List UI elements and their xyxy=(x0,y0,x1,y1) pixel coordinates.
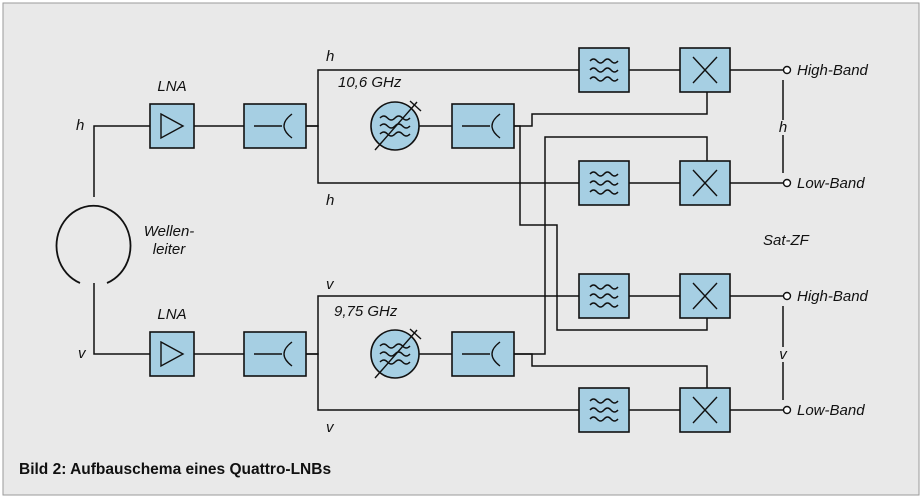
label-lna-bottom: LNA xyxy=(157,306,186,323)
filter-v-low-icon xyxy=(578,387,630,433)
label-pol-v-upper: v xyxy=(326,276,335,293)
label-lna-top: LNA xyxy=(157,78,186,95)
wire-h-input xyxy=(93,125,107,197)
lna-top-icon xyxy=(149,103,195,149)
lo-splitter-top-icon xyxy=(451,103,515,149)
terminal-v-high-icon xyxy=(782,291,792,301)
lna-bottom-icon xyxy=(149,331,195,377)
waveguide-icon xyxy=(55,204,132,284)
mixer-h-low-icon xyxy=(679,160,731,206)
terminal-h-low-icon xyxy=(782,178,792,188)
filter-h-high-icon xyxy=(578,47,630,93)
mixer-h-high-icon xyxy=(679,47,731,93)
label-lo-9g75: 9,75 GHz xyxy=(334,303,398,320)
filter-h-low-icon xyxy=(578,160,630,206)
mixer-v-low-icon xyxy=(679,387,731,433)
wire-lo-9g75-mixer4 xyxy=(514,353,708,388)
mixer-v-high-icon xyxy=(679,273,731,319)
label-waveguide-line1: Wellen- xyxy=(144,223,195,240)
wire-v-lower xyxy=(306,353,579,411)
rf-splitter-top-icon xyxy=(243,103,307,149)
label-group-v: v xyxy=(779,346,788,363)
wire-lo-10g6-mixer3 xyxy=(514,125,708,331)
label-sat-zf: Sat-ZF xyxy=(763,232,810,249)
wire-lo-9g75-mixer2 xyxy=(514,136,708,355)
wire-h-lower xyxy=(306,125,579,184)
label-lo-10g6: 10,6 GHz xyxy=(338,74,402,91)
label-pol-h-upper: h xyxy=(326,48,334,65)
figure-caption: Bild 2: Aufbauschema eines Quattro-LNBs xyxy=(19,461,331,478)
label-pol-h-lower: h xyxy=(326,192,334,209)
wire-v-input xyxy=(93,283,150,355)
lo-splitter-bottom-icon xyxy=(451,331,515,377)
label-pol-h-input: h xyxy=(76,117,84,134)
wiring xyxy=(93,69,785,411)
label-out-h-high: High-Band xyxy=(797,62,869,79)
filter-v-high-icon xyxy=(578,273,630,319)
terminal-h-high-icon xyxy=(782,65,792,75)
label-out-v-low: Low-Band xyxy=(797,402,865,419)
label-waveguide-line2: leiter xyxy=(153,241,187,258)
terminal-v-low-icon xyxy=(782,405,792,415)
rf-splitter-bottom-icon xyxy=(243,331,307,377)
label-pol-v-input: v xyxy=(78,345,87,362)
wire-lo-10g6-mixer1 xyxy=(514,92,708,127)
label-group-h: h xyxy=(779,119,787,136)
label-out-h-low: Low-Band xyxy=(797,175,865,192)
label-out-v-high: High-Band xyxy=(797,288,869,305)
label-pol-v-lower: v xyxy=(326,419,335,436)
